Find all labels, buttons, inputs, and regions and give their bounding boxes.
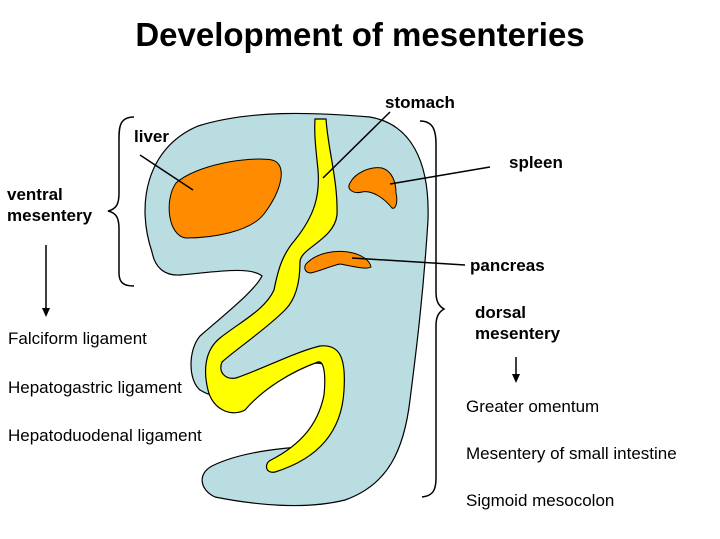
dorsal-derivative-item: Mesentery of small intestine	[466, 444, 677, 463]
stomach-label: stomach	[385, 93, 455, 112]
ventral-label-line1: ventral	[7, 185, 63, 204]
ventral-arrow-head	[42, 308, 50, 317]
ventral-mesentery-label: ventral mesentery	[7, 184, 92, 226]
dorsal-label-line1: dorsal	[475, 303, 527, 322]
liver-pointer	[139, 154, 194, 191]
dorsal-derivative-item: Sigmoid mesocolon	[466, 491, 615, 510]
page-title: Development of mesenteries	[135, 16, 585, 53]
liver-organ	[168, 158, 282, 239]
dorsal-brace	[419, 120, 446, 498]
pancreas-organ	[304, 250, 372, 274]
dorsal-label-line2: mesentery	[475, 324, 561, 343]
liver-label: liver	[134, 127, 169, 146]
spleen-label: spleen	[509, 153, 563, 172]
pancreas-pointer	[351, 257, 466, 266]
dorsal-arrow-head	[512, 374, 520, 383]
dorsal-derivative-item: Greater omentum	[466, 397, 600, 416]
spleen-organ	[348, 167, 398, 209]
pancreas-label: pancreas	[470, 256, 545, 275]
spleen-pointer	[389, 166, 491, 185]
ventral-label-line2: mesentery	[7, 206, 93, 225]
ventral-derivative-item: Hepatogastric ligament	[8, 378, 182, 397]
ventral-derivative-item: Hepatoduodenal ligament	[8, 426, 202, 445]
stomach-pointer	[322, 111, 391, 179]
ventral-brace	[107, 116, 135, 287]
gut-tube	[205, 118, 345, 473]
ventral-derivative-item: Falciform ligament	[8, 329, 147, 348]
dorsal-mesentery-label: dorsal mesentery	[475, 302, 560, 344]
